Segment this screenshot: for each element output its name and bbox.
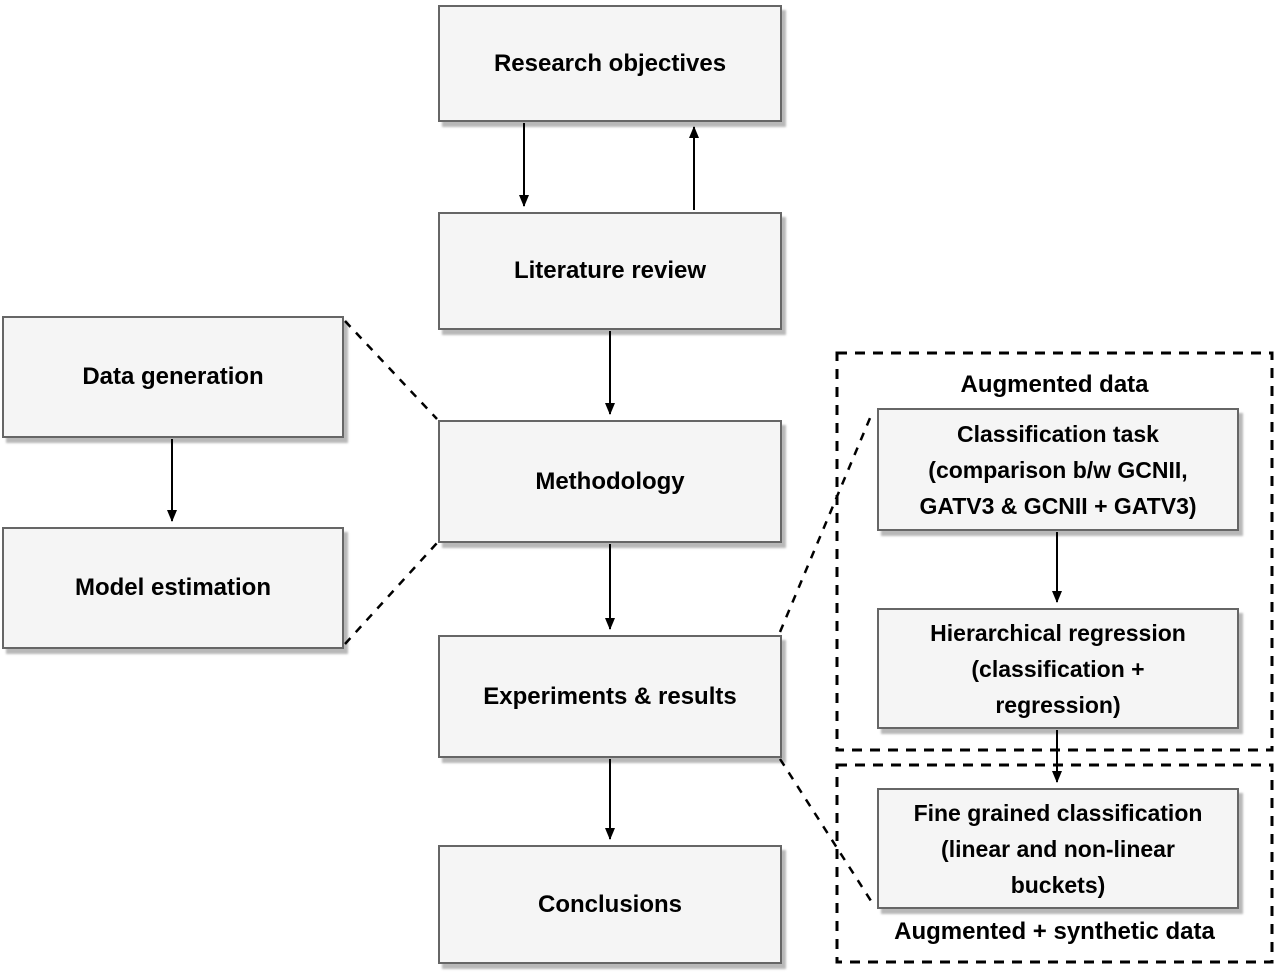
classification-task-line-3: GATV3 & GCNII + GATV3) xyxy=(919,492,1197,519)
dashed-modelestimation-to-methodology xyxy=(344,542,438,645)
classification-task-label: Classification task (comparison b/w GCNI… xyxy=(919,416,1196,524)
hierarchical-regression-box: Hierarchical regression (classification … xyxy=(877,608,1239,729)
fine-grained-line-3: buckets) xyxy=(1010,871,1106,898)
model-estimation-label: Model estimation xyxy=(74,574,272,601)
research-objectives-box: Research objectives xyxy=(438,5,782,122)
data-generation-box: Data generation xyxy=(2,316,344,438)
dashed-experiments-to-finegrained xyxy=(778,758,875,905)
hierarchical-regression-line-3: regression) xyxy=(995,691,1121,718)
classification-task-box: Classification task (comparison b/w GCNI… xyxy=(877,408,1239,531)
hierarchical-regression-label: Hierarchical regression (classification … xyxy=(930,615,1186,723)
dashed-experiments-to-classification xyxy=(778,410,875,633)
experiments-results-label: Experiments & results xyxy=(483,682,737,710)
conclusions-box: Conclusions xyxy=(438,845,782,964)
augmented-synthetic-group-label: Augmented + synthetic data xyxy=(894,918,1215,945)
conclusions-label: Conclusions xyxy=(537,890,682,918)
research-objectives-label: Research objectives xyxy=(493,49,727,77)
methodology-label: Methodology xyxy=(535,467,685,495)
data-generation-label: Data generation xyxy=(82,363,264,390)
dashed-datageneration-to-methodology xyxy=(344,320,438,420)
hierarchical-regression-line-2: (classification + xyxy=(971,655,1145,682)
fine-grained-line-2: (linear and non-linear xyxy=(941,835,1175,862)
classification-task-line-2: (comparison b/w GCNII, xyxy=(928,456,1188,483)
methodology-box: Methodology xyxy=(438,420,782,543)
classification-task-line-1: Classification task xyxy=(957,420,1159,447)
augmented-data-group-label: Augmented data xyxy=(960,371,1149,398)
literature-review-box: Literature review xyxy=(438,212,782,330)
experiments-results-box: Experiments & results xyxy=(438,635,782,758)
model-estimation-box: Model estimation xyxy=(2,527,344,649)
literature-review-label: Literature review xyxy=(513,257,707,284)
fine-grained-line-1: Fine grained classification xyxy=(913,799,1203,826)
fine-grained-classification-label: Fine grained classification (linear and … xyxy=(914,795,1203,903)
fine-grained-classification-box: Fine grained classification (linear and … xyxy=(877,788,1239,909)
hierarchical-regression-line-1: Hierarchical regression xyxy=(930,619,1186,646)
